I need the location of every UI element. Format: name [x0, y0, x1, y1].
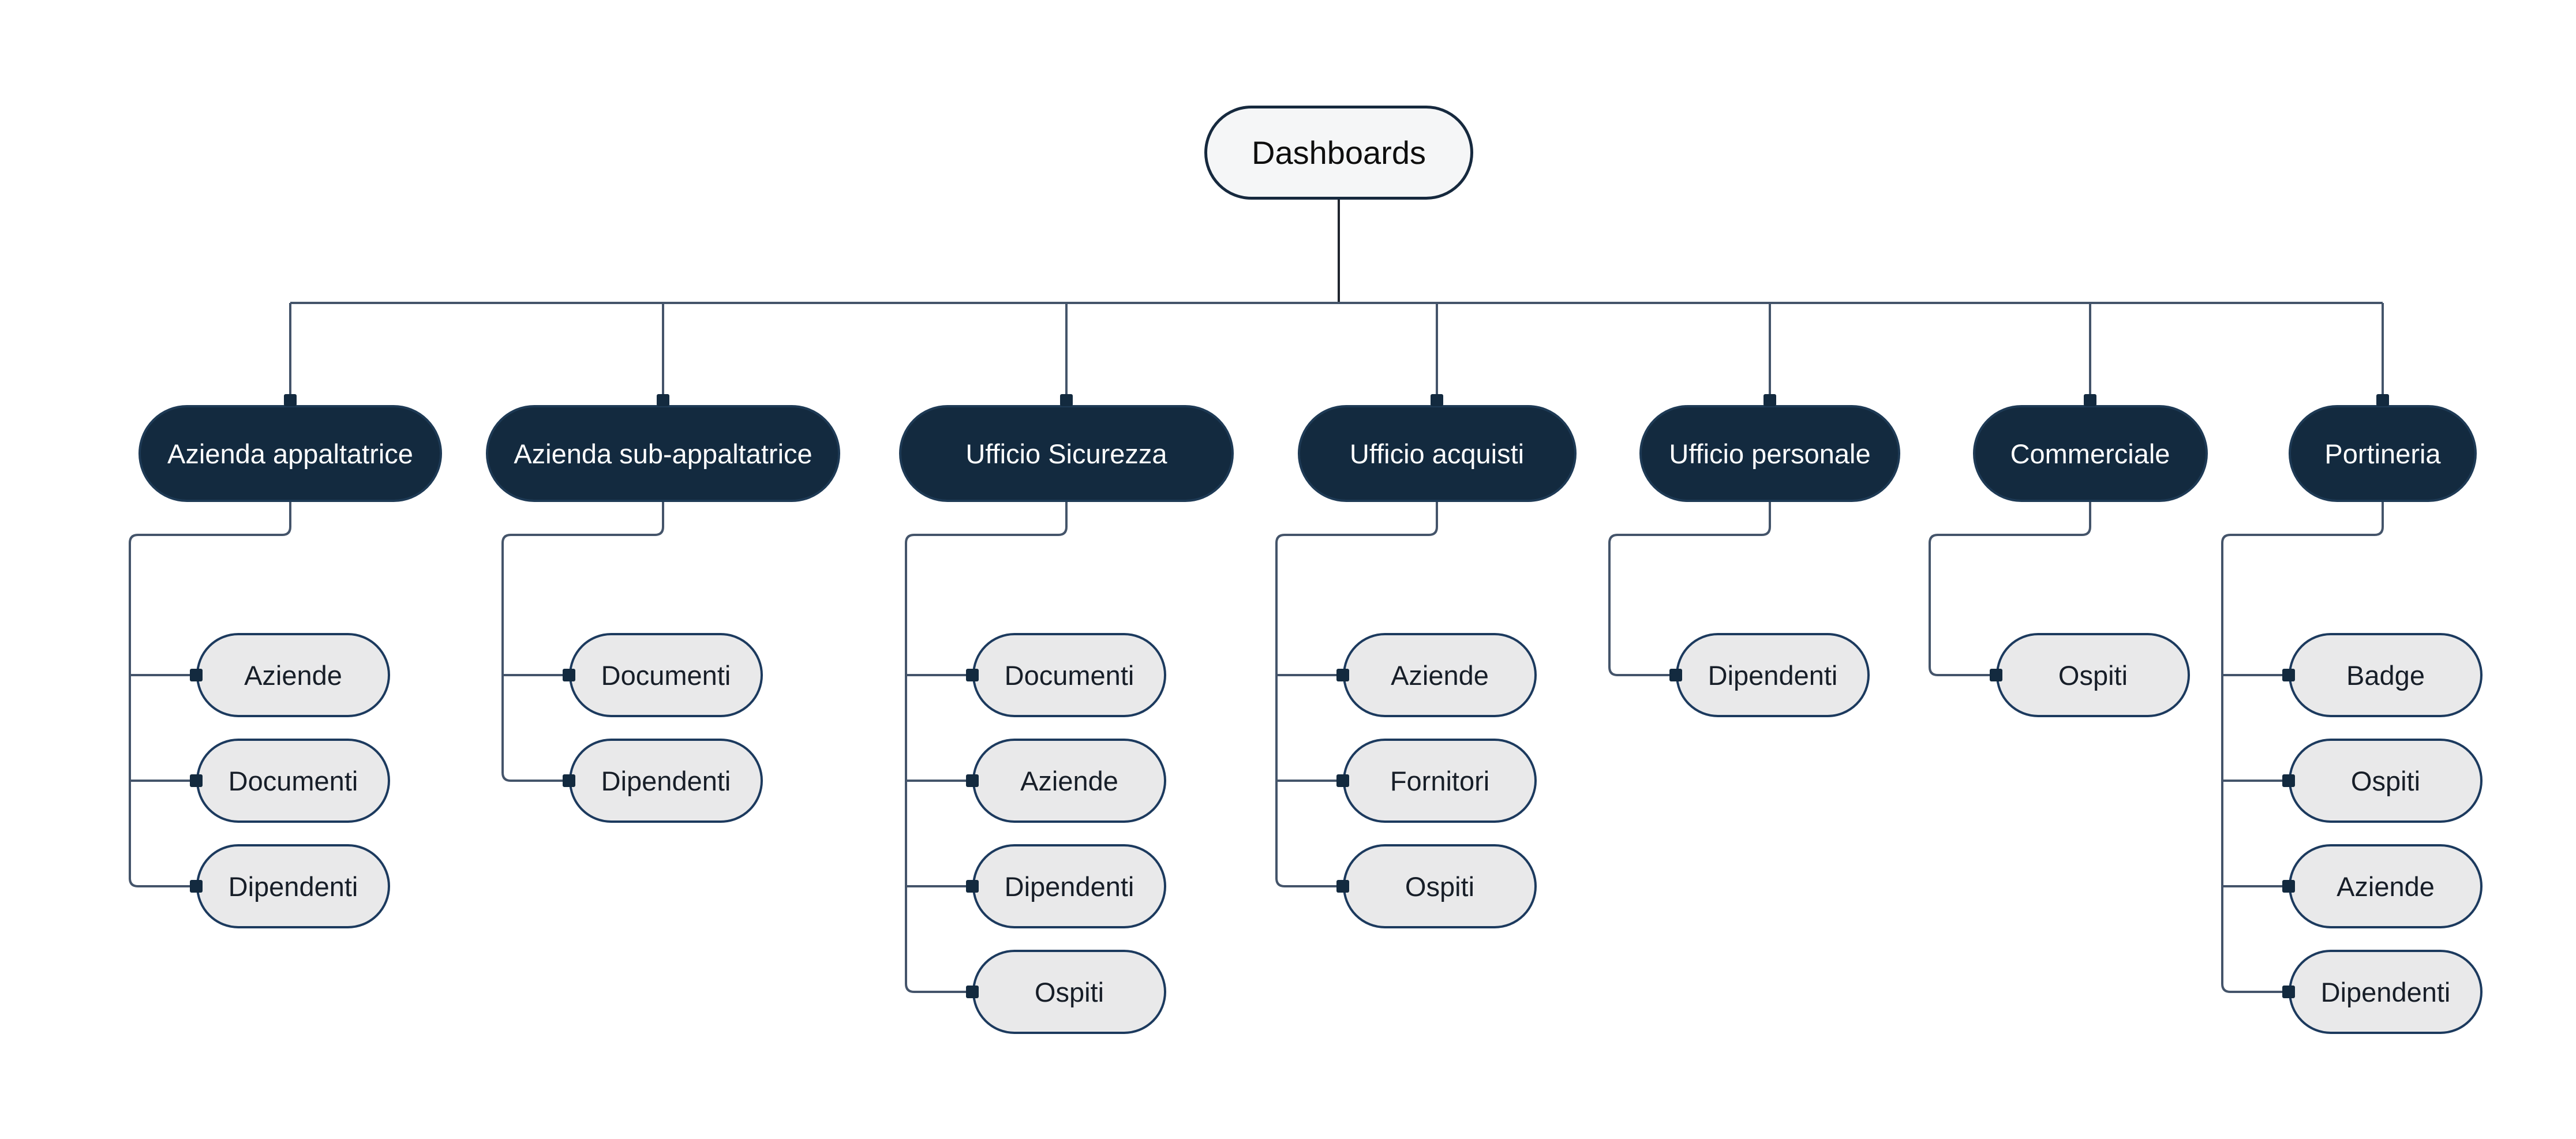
branch-node-ufficio-personale[interactable]: Ufficio personale	[1639, 405, 1900, 502]
branch-node-ufficio-sicurezza[interactable]: Ufficio Sicurezza	[899, 405, 1234, 502]
root-node-dashboards[interactable]: Dashboards	[1204, 106, 1473, 200]
branch-node-commerciale[interactable]: Commerciale	[1972, 405, 2208, 502]
child-node-3-aziende[interactable]: Aziende	[972, 739, 1166, 823]
child-node-1-dipendenti[interactable]: Dipendenti	[196, 844, 390, 928]
child-node-4-ospiti[interactable]: Ospiti	[1343, 844, 1537, 928]
branch-node-azienda-appaltatrice[interactable]: Azienda appaltatrice	[138, 405, 442, 502]
child-node-3-dipendenti[interactable]: Dipendenti	[972, 844, 1166, 928]
child-node-2-dipendenti[interactable]: Dipendenti	[569, 739, 763, 823]
branch-node-azienda-sub-appaltatrice[interactable]: Azienda sub-appaltatrice	[486, 405, 840, 502]
branch-node-portineria[interactable]: Portineria	[2289, 405, 2477, 502]
child-node-7-aziende[interactable]: Aziende	[2289, 844, 2483, 928]
child-node-6-ospiti[interactable]: Ospiti	[1996, 633, 2190, 717]
child-node-1-documenti[interactable]: Documenti	[196, 739, 390, 823]
child-node-5-dipendenti[interactable]: Dipendenti	[1676, 633, 1870, 717]
child-node-3-ospiti[interactable]: Ospiti	[972, 950, 1166, 1034]
child-node-7-dipendenti[interactable]: Dipendenti	[2289, 950, 2483, 1034]
child-node-4-fornitori[interactable]: Fornitori	[1343, 739, 1537, 823]
child-node-1-aziende[interactable]: Aziende	[196, 633, 390, 717]
child-node-3-documenti[interactable]: Documenti	[972, 633, 1166, 717]
child-node-4-aziende[interactable]: Aziende	[1343, 633, 1537, 717]
child-node-7-badge[interactable]: Badge	[2289, 633, 2483, 717]
child-node-7-ospiti[interactable]: Ospiti	[2289, 739, 2483, 823]
branch-node-ufficio-acquisti[interactable]: Ufficio acquisti	[1297, 405, 1577, 502]
child-node-2-documenti[interactable]: Documenti	[569, 633, 763, 717]
